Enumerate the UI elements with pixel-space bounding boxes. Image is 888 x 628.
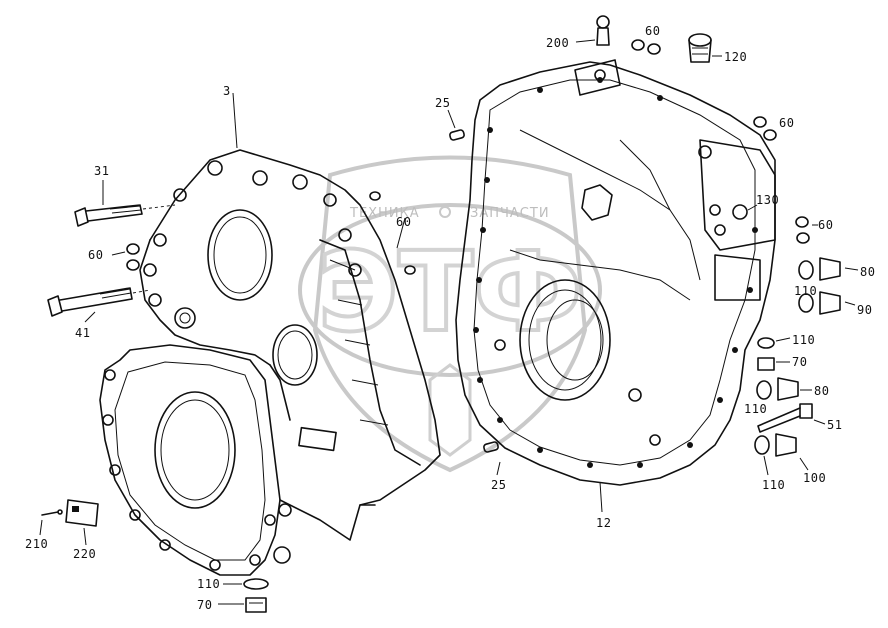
callout-80-mid: 80 (814, 384, 829, 398)
callout-120: 120 (724, 50, 747, 64)
left-housing-part-3 (99, 149, 441, 576)
callout-220: 220 (73, 547, 96, 561)
callout-200: 200 (546, 36, 569, 50)
callout-100: 100 (803, 471, 826, 485)
callout-3: 3 (223, 84, 231, 98)
callout-51: 51 (827, 418, 842, 432)
callout-60-top: 60 (645, 24, 660, 38)
callout-12: 12 (596, 516, 611, 530)
gear-icon (439, 206, 451, 218)
right-housing-part-12 (455, 59, 776, 486)
callout-90: 90 (857, 303, 872, 317)
callout-70-right: 70 (792, 355, 807, 369)
callout-60-center: 60 (396, 215, 411, 229)
callout-110-d: 110 (762, 478, 785, 492)
callout-130: 130 (756, 193, 779, 207)
watermark-logo: ТЕХНИКА ЗАПЧАСТИ ЭТФ (298, 155, 602, 473)
callout-25-top: 25 (435, 96, 450, 110)
callout-25-bottom: 25 (491, 478, 506, 492)
callout-60-right-2: 60 (818, 218, 833, 232)
callout-60-left: 60 (88, 248, 103, 262)
callout-41: 41 (75, 326, 90, 340)
leader-lines (39, 39, 859, 605)
callout-210: 210 (25, 537, 48, 551)
callout-110-a: 110 (794, 284, 817, 298)
watermark-logo-letters: ЭТФ (318, 228, 583, 356)
callout-70-bottom: 70 (197, 598, 212, 612)
callout-80-top: 80 (860, 265, 875, 279)
watermark-text-right: ЗАПЧАСТИ (470, 206, 550, 221)
callout-110-b: 110 (792, 333, 815, 347)
callout-110-bottom: 110 (197, 577, 220, 591)
small-parts (41, 15, 841, 613)
callout-labels: 3 31 60 41 60 25 200 60 120 60 130 60 80… (25, 24, 875, 612)
callout-31: 31 (94, 164, 109, 178)
callout-110-c: 110 (744, 402, 767, 416)
callout-60-right-1: 60 (779, 116, 794, 130)
